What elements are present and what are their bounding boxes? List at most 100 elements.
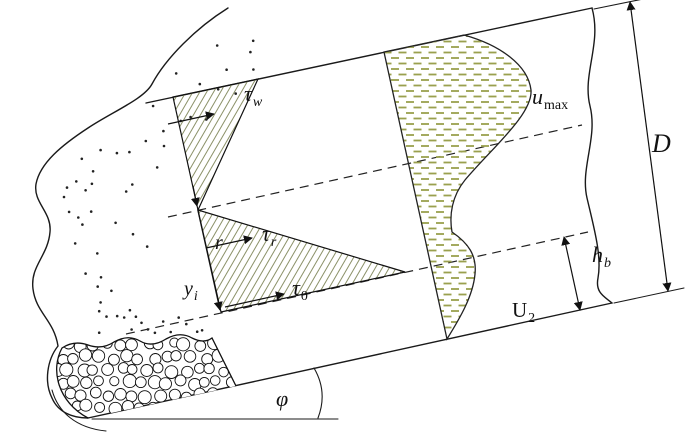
diameter-dimension: [626, 1, 672, 292]
stipple-dot: [134, 315, 138, 319]
bed-grain: [74, 389, 87, 402]
interface-depth-dimension: [197, 210, 223, 311]
stipple-dot: [114, 221, 117, 225]
stipple-dot: [99, 276, 103, 279]
bed-grain: [229, 360, 236, 375]
bed-grain: [101, 363, 114, 376]
stipple-dot: [73, 242, 77, 245]
tau-0-arrow: [224, 291, 285, 308]
bed-grain: [239, 353, 250, 364]
stipple-dot: [162, 144, 166, 148]
tau-r-label: τr: [262, 221, 277, 250]
stipple-dot: [91, 170, 95, 173]
stipple-dot: [115, 314, 119, 318]
stipple-dot: [75, 180, 78, 183]
bed-grain: [114, 388, 127, 401]
stipple-dot: [195, 330, 199, 334]
stipple-dot: [130, 328, 133, 331]
stipple-dot: [162, 129, 165, 133]
stipple-dot: [97, 309, 101, 313]
bed-grain: [198, 376, 210, 388]
tau-w-label: τw: [244, 81, 263, 110]
stipple-dot: [128, 150, 131, 154]
bed-grain: [209, 375, 221, 386]
stipple-dot: [198, 82, 202, 86]
inclination-angle-label: φ: [276, 386, 288, 411]
stipple-dot: [249, 50, 252, 54]
bed-grain: [114, 339, 127, 352]
stipple-dot: [84, 189, 87, 192]
stipple-dot: [215, 44, 219, 47]
bed-grain: [212, 402, 223, 413]
bed-surface-line: [125, 231, 589, 335]
u2-label: U2: [512, 298, 535, 326]
bed-grain: [218, 336, 232, 350]
stipple-dot: [105, 315, 108, 318]
stipple-dot: [161, 320, 165, 323]
tau-0-label: τ0: [292, 275, 308, 304]
bed-grain: [193, 387, 206, 400]
stipple-dot: [89, 210, 93, 213]
bed-grain: [237, 403, 247, 413]
stipple-dot: [96, 252, 99, 255]
bed-grain: [78, 348, 93, 362]
tau-w-arrow: [167, 111, 215, 125]
bed-grain: [181, 365, 194, 379]
bed-grain: [152, 362, 164, 374]
bed-grain: [225, 404, 236, 415]
stipple-dot: [252, 68, 255, 71]
yi-label: yi: [182, 278, 198, 304]
stipple-dot: [216, 88, 220, 91]
bed-grain: [154, 389, 168, 403]
bed-grain: [86, 364, 98, 376]
stipple-dot: [62, 195, 66, 199]
stipple-dot: [225, 68, 228, 71]
diameter-extension-bottom: [613, 287, 685, 304]
torn-edge-right: [584, 7, 613, 304]
stipple-dot: [90, 182, 94, 186]
bed-grain: [79, 398, 93, 412]
stipple-dot: [140, 321, 143, 325]
bed-grain: [93, 375, 104, 387]
bed-grain: [164, 365, 179, 379]
bed-grain: [170, 350, 182, 362]
diameter-label: D: [651, 129, 671, 158]
bed-grain: [66, 375, 80, 388]
bed-grain: [107, 353, 120, 366]
stipple-dot: [185, 322, 188, 326]
stipple-dot: [115, 151, 119, 155]
bed-grain: [140, 364, 154, 377]
bed-grain: [126, 364, 138, 375]
stipple-dot: [96, 285, 99, 288]
stipple-dot: [124, 190, 128, 193]
stipple-dot: [189, 115, 192, 119]
bed-grain: [109, 376, 120, 387]
bed-grain: [120, 349, 134, 363]
bed-grain: [194, 340, 207, 352]
r-label: r: [215, 232, 223, 254]
bed-grain: [183, 350, 197, 363]
stipple-dot: [146, 328, 150, 331]
bed-grain: [219, 391, 231, 403]
stipple-dot: [81, 223, 84, 226]
stipple-dot: [155, 166, 159, 169]
bed-grain: [194, 362, 205, 374]
bed-grain: [201, 353, 214, 366]
bed-grain: [173, 403, 188, 417]
bed-grain: [134, 376, 147, 389]
stipple-dot: [99, 301, 102, 304]
bed-grain: [232, 336, 236, 349]
bed-grain: [158, 377, 172, 391]
wall-shear-triangle: [172, 78, 260, 212]
stipple-dot: [131, 183, 134, 186]
bed-grain: [80, 376, 93, 389]
bed-grain: [102, 390, 115, 402]
bed-grain: [64, 387, 77, 400]
bed-height-dimension: [561, 236, 583, 311]
stipple-dot: [200, 329, 204, 332]
u-max-label: umax: [532, 84, 568, 113]
bed-grain: [160, 403, 172, 415]
bed-grain: [91, 349, 106, 363]
